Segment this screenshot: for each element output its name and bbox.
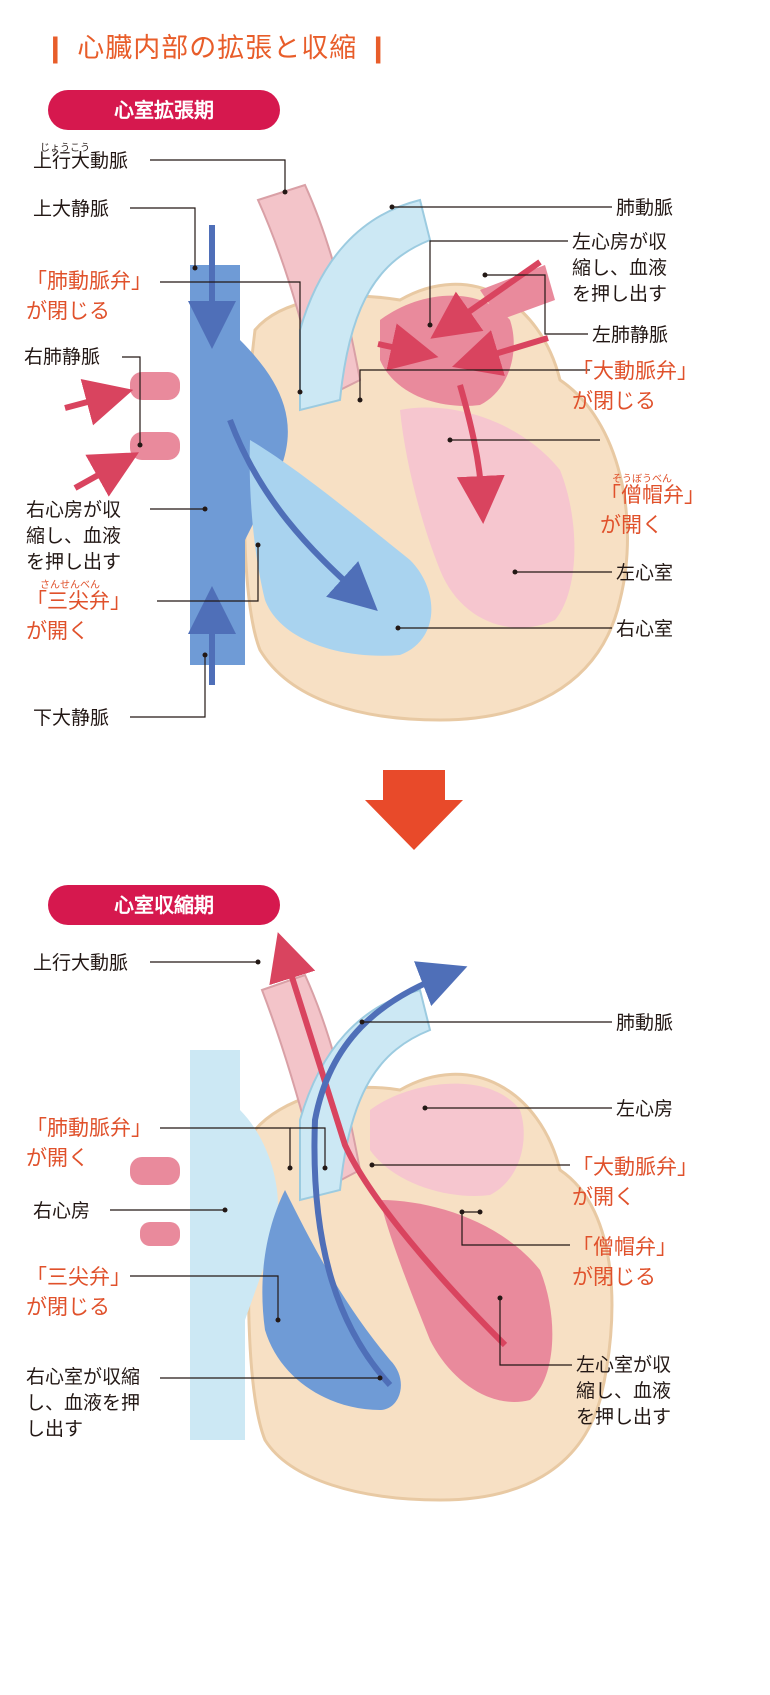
systole-arrow-rv-to-pa [311, 961, 468, 1388]
systole-left-atrium [370, 1083, 524, 1196]
label-left-ventricle: 左心室 [616, 562, 674, 584]
title-bar-right: ❙ [366, 33, 391, 64]
mitral-ruby: そうぼうべん [612, 474, 672, 485]
label-pulmonary-valve-closes: 「肺動脈弁」 が閉じる [26, 269, 152, 323]
diastole-arrow-la-in [377, 323, 439, 371]
label-mitral-closes: 「僧帽弁」 が閉じる [572, 1235, 677, 1289]
label-inferior-vena-cava: 下大静脈 [33, 707, 110, 729]
diastole-arrow-rpv-lower [73, 452, 139, 497]
label-tricuspid-opens: 「三尖弁」 が開く [26, 589, 131, 643]
systole-right-atrium [190, 1050, 279, 1440]
diastole-right-ventricle [249, 440, 432, 656]
page-title: ❙ 心臓内部の拡張と収縮 ❙ [44, 26, 390, 65]
label-aortic-valve-opens: 「大動脈弁」 が開く [572, 1155, 698, 1209]
label-left-atrium: 左心房 [616, 1098, 674, 1120]
label-left-pulmonary-vein: 左肺静脈 [592, 324, 669, 346]
label-aortic-valve-closes: 「大動脈弁」 が閉じる [572, 359, 698, 413]
systole-heading: 心室収縮期 [48, 885, 280, 925]
systole-leader-lines [110, 961, 612, 1379]
diastole-arrow-lpv [430, 259, 542, 339]
diastole-arrow-rpv-upper [64, 378, 134, 426]
ascending-aorta-ruby: じょうこう [40, 143, 90, 154]
label-mitral-opens: 「僧帽弁」 が開く [600, 483, 705, 537]
diastole-pulmonary-artery [299, 198, 432, 412]
diastole-leader-dots [137, 189, 518, 658]
label-superior-vena-cava: 上大静脈 [33, 198, 110, 220]
title-bar-left: ❙ [44, 33, 68, 64]
diastole-right-pulmonary-vein-upper [130, 372, 180, 400]
label-pulmonary-artery: 肺動脈 [616, 197, 674, 219]
label-left-ventricle-contracts: 左心室が収 縮し、血液 を押し出す [576, 1354, 672, 1428]
diastole-heading: 心室拡張期 [48, 90, 280, 130]
systole-right-pulmonary-vein-lower [140, 1222, 180, 1246]
label-left-atrium-contracts: 左心房が収 縮し、血液 を押し出す [572, 231, 668, 305]
label-right-ventricle-contracts: 右心室が収縮 し、血液を押 し出す [26, 1366, 141, 1440]
diastole-leader-lines [122, 159, 612, 718]
title-text: 心臓内部の拡張と収縮 [77, 33, 358, 64]
label-pulmonary-artery-systole: 肺動脈 [616, 1012, 674, 1034]
transition-arrow [365, 770, 463, 850]
label-right-ventricle: 右心室 [616, 618, 674, 640]
tricuspid-ruby: さんせんべん [40, 580, 100, 591]
systole-right-pulmonary-vein-upper [130, 1157, 180, 1185]
label-pulmonary-valve-opens: 「肺動脈弁」 が開く [26, 1116, 152, 1170]
label-tricuspid-closes: 「三尖弁」 が閉じる [26, 1265, 131, 1319]
label-right-atrium: 右心房 [33, 1200, 91, 1222]
systole-leader-dots [222, 959, 503, 1381]
systole-arrow-lv-to-aorta [269, 932, 508, 1348]
systole-pulmonary-artery [299, 988, 432, 1202]
systole-heart [110, 932, 614, 1502]
diastole-heart [64, 159, 629, 722]
diastole-arrow-ra-to-rv [227, 418, 378, 612]
label-right-pulmonary-vein: 右肺静脈 [24, 346, 101, 368]
label-right-atrium-contracts: 右心房が収 縮し、血液 を押し出す [26, 499, 122, 573]
label-ascending-aorta: 上行大動脈 [33, 150, 129, 172]
diastole-arrow-lpv2 [452, 330, 549, 377]
diastole-arrow-la-to-lv [456, 384, 505, 524]
diastole-vena-cava [190, 265, 288, 665]
diastole-left-pulmonary-vein [480, 265, 555, 320]
label-ascending-aorta-systole: 上行大動脈 [33, 952, 129, 974]
diastole-right-pulmonary-vein-lower [130, 432, 180, 460]
